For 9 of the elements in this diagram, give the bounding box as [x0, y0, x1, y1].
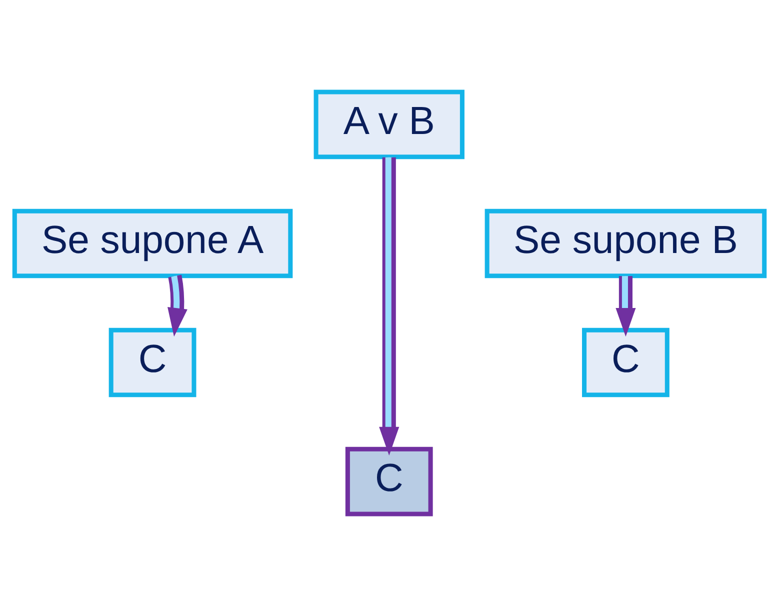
arrow — [616, 276, 636, 337]
node-box: C — [108, 328, 196, 398]
node-box: C — [582, 328, 670, 398]
arrow — [168, 274, 188, 337]
node-box: C — [345, 446, 433, 516]
node-box: Se supone A — [12, 208, 293, 278]
node-box: A v B — [314, 90, 464, 160]
node-box: Se supone B — [484, 208, 767, 278]
arrow — [379, 157, 400, 456]
